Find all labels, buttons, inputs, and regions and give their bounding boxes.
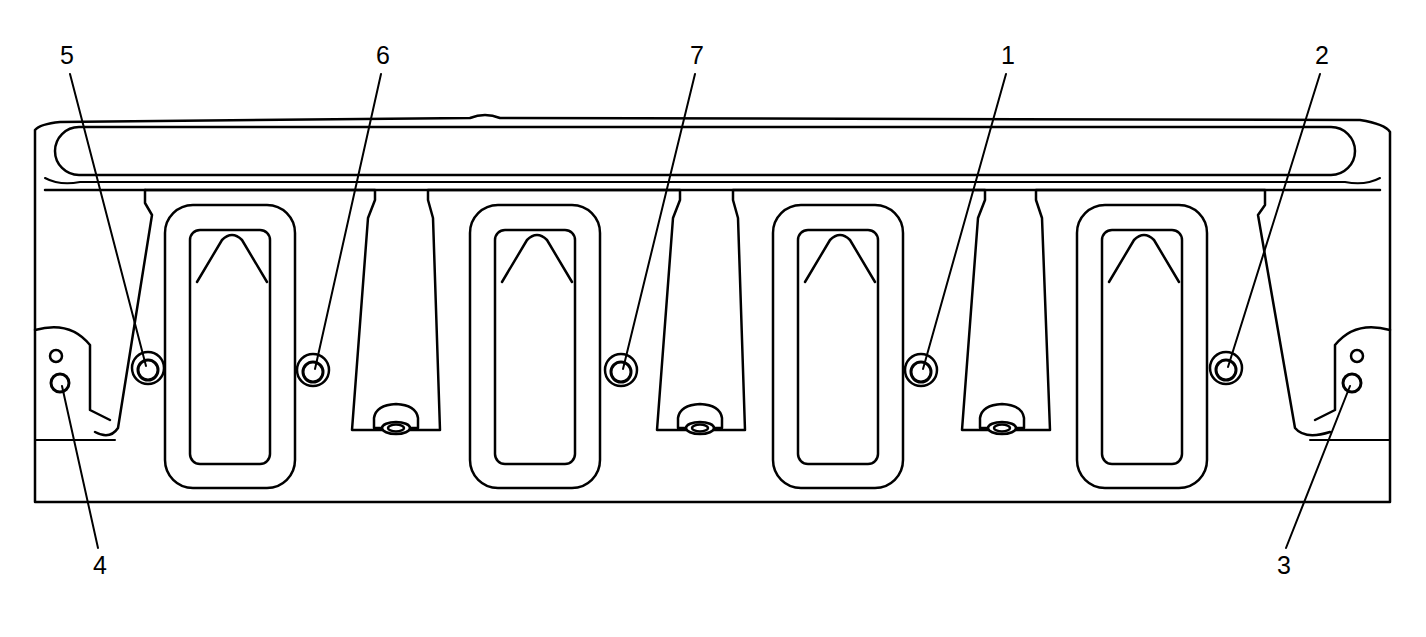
leader-line	[70, 74, 146, 366]
callout-number: 7	[688, 42, 706, 69]
leader-line	[1228, 74, 1320, 367]
callout-number: 2	[1313, 42, 1331, 69]
leader-line	[62, 386, 98, 548]
callout-number: 3	[1275, 552, 1293, 579]
leader-line	[623, 74, 695, 369]
callout-number: 6	[374, 42, 392, 69]
leader-line	[315, 74, 381, 369]
callout-number: 1	[999, 42, 1017, 69]
callout-number: 5	[58, 42, 76, 69]
callout-number: 4	[91, 552, 109, 579]
leader-line	[1286, 386, 1350, 548]
leader-line	[923, 74, 1006, 369]
